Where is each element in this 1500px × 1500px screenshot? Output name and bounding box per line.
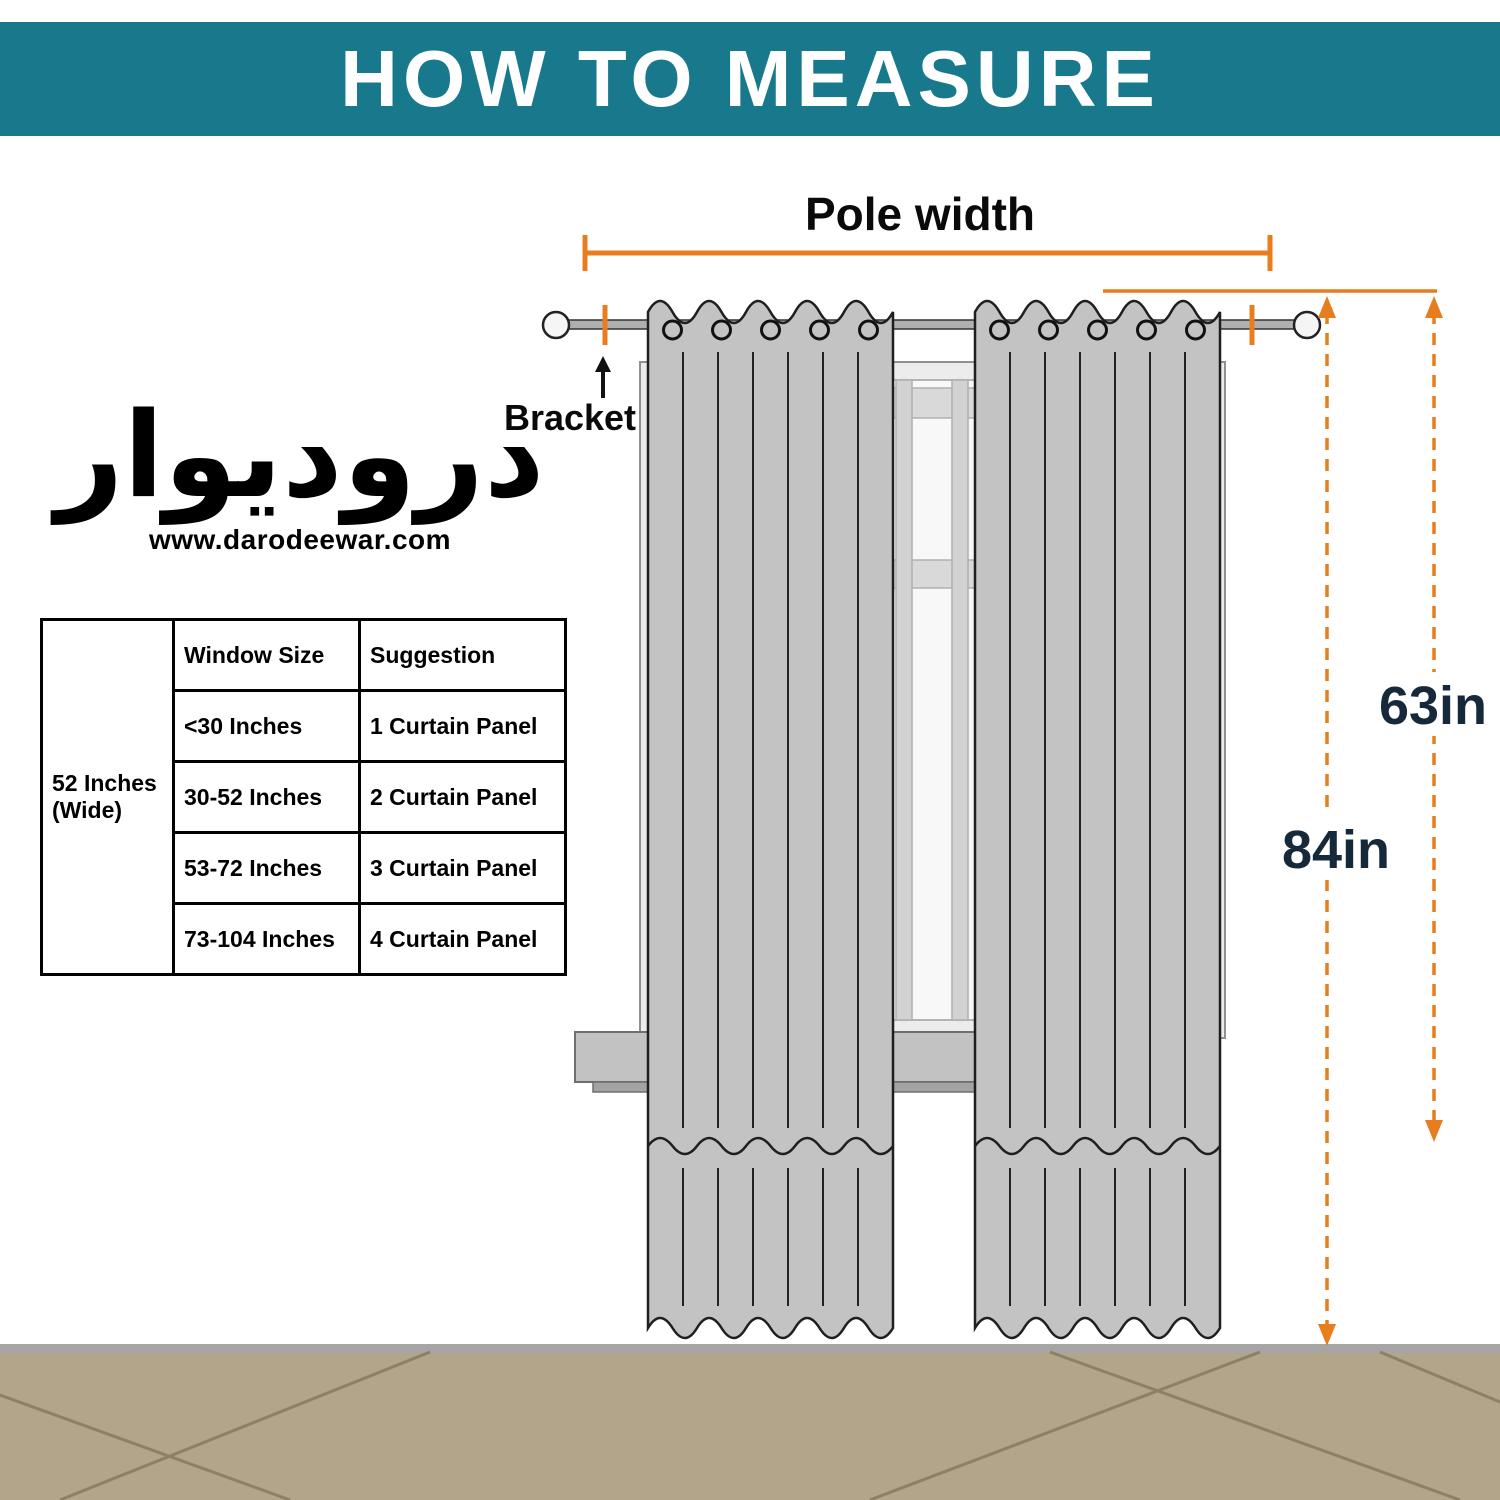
- curtain-seam-right: [974, 1136, 1221, 1156]
- baseboard: [0, 1344, 1500, 1353]
- logo-website: www.darodeewar.com: [148, 523, 452, 555]
- table-cell-window-size: <30 Inches: [172, 689, 361, 763]
- curtains: [646, 299, 1222, 1340]
- curtain-folds-right: [1009, 352, 1186, 1306]
- page-title: HOW TO MEASURE: [340, 34, 1160, 123]
- table-cell-width-merged: 52 Inches (Wide): [40, 618, 175, 976]
- label-bg-84: [1278, 816, 1394, 880]
- table-row: 30-52 Inches 2 Curtain Panel: [42, 760, 567, 834]
- table-row: 53-72 Inches 3 Curtain Panel: [42, 831, 567, 905]
- length-measures: 84in 63in: [1103, 289, 1490, 1346]
- table-header-suggestion: Suggestion: [358, 618, 567, 692]
- window-center-stile-left: [895, 379, 913, 1021]
- length-84-label: 84in: [1282, 820, 1390, 880]
- curtain-folds-left: [682, 352, 859, 1306]
- bracket-callout: Bracket: [504, 356, 636, 438]
- curtain-panel-right: [973, 299, 1222, 1340]
- arrow-down-84: [1318, 1324, 1336, 1346]
- pole-finial-left: [541, 310, 571, 340]
- label-bg-63: [1378, 672, 1490, 736]
- table-cell-window-size: 73-104 Inches: [172, 902, 361, 976]
- window-center-stile-right: [951, 379, 969, 1021]
- table-cell-window-size: 53-72 Inches: [172, 831, 361, 905]
- floor-surface: [0, 1352, 1500, 1500]
- table-row: 73-104 Inches 4 Curtain Panel: [42, 902, 567, 976]
- bracket-arrow-head: [595, 356, 611, 372]
- floor: [0, 1344, 1500, 1500]
- curtain-panel-left: [646, 299, 895, 1340]
- header-banner: HOW TO MEASURE: [0, 22, 1500, 136]
- table-row: <30 Inches 1 Curtain Panel: [42, 689, 567, 763]
- logo-calligraphy: درودیوار: [55, 386, 545, 524]
- length-63-label: 63in: [1379, 676, 1487, 736]
- curtain-rings: [662, 319, 1206, 341]
- table-cell-suggestion: 4 Curtain Panel: [358, 902, 567, 976]
- table-cell-suggestion: 2 Curtain Panel: [358, 760, 567, 834]
- curtain-seam-left: [647, 1136, 894, 1156]
- size-table: 52 Inches (Wide) Window Size Suggestion …: [40, 618, 567, 976]
- arrow-down-63: [1425, 1120, 1443, 1142]
- brand-logo: درودیوار www.darodeewar.com: [55, 386, 545, 556]
- arrow-up-63: [1425, 296, 1443, 318]
- pole-finial-right: [1292, 310, 1322, 340]
- table-cell-suggestion: 3 Curtain Panel: [358, 831, 567, 905]
- arrow-up-84: [1318, 296, 1336, 318]
- table-header-row: 52 Inches (Wide) Window Size Suggestion: [40, 618, 567, 976]
- pole-width-label: Pole width: [805, 188, 1035, 240]
- bracket-label: Bracket: [504, 397, 636, 438]
- pole-width-measure: Pole width: [582, 188, 1273, 271]
- curtain-pole: [541, 305, 1322, 345]
- floor-tile-lines: [0, 1350, 1500, 1500]
- table-cell-suggestion: 1 Curtain Panel: [358, 689, 567, 763]
- table-cell-window-size: 30-52 Inches: [172, 760, 361, 834]
- table-header-window-size: Window Size: [172, 618, 361, 692]
